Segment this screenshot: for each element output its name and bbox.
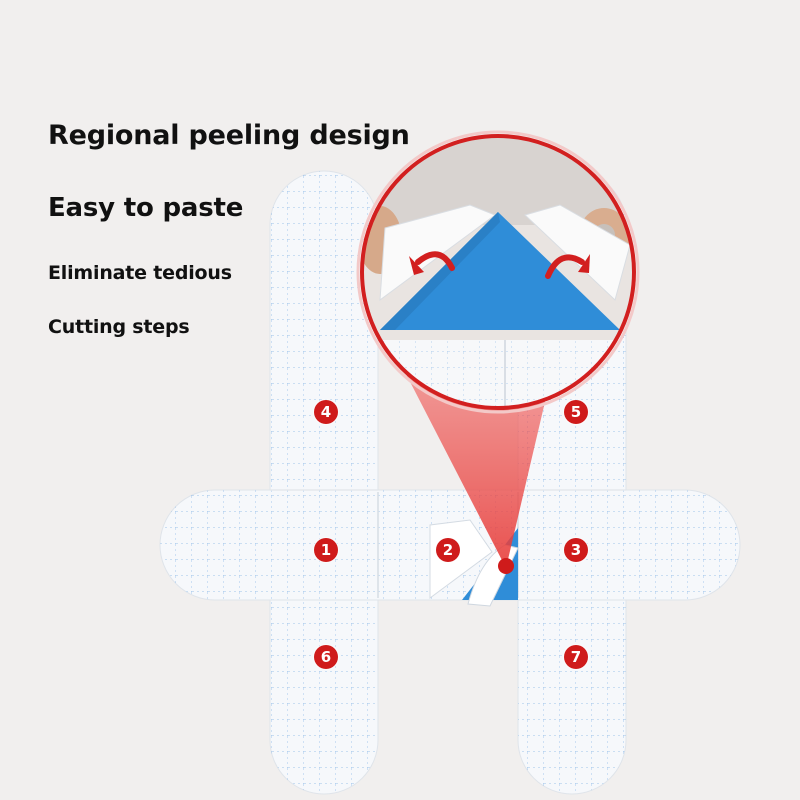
magnifier-beam — [405, 372, 552, 568]
badge-segment-6: 6 — [314, 645, 338, 669]
badge-segment-1: 1 — [314, 538, 338, 562]
caption-cutting-steps: Cutting steps — [48, 316, 190, 338]
badge-segment-2: 2 — [436, 538, 460, 562]
badge-segment-5: 5 — [564, 400, 588, 424]
peel-arrow-right-icon — [545, 254, 585, 279]
blue-tape-triangle — [380, 212, 620, 330]
badge-segment-7: 7 — [564, 645, 588, 669]
beam-focus-dot — [498, 558, 514, 574]
caption-regional-peeling: Regional peeling design — [48, 120, 410, 151]
badge-segment-3: 3 — [564, 538, 588, 562]
badge-segment-4: 4 — [314, 400, 338, 424]
peel-arrow-left-icon — [415, 251, 455, 271]
caption-easy-to-paste: Easy to paste — [48, 193, 244, 223]
caption-eliminate-tedious: Eliminate tedious — [48, 262, 232, 284]
